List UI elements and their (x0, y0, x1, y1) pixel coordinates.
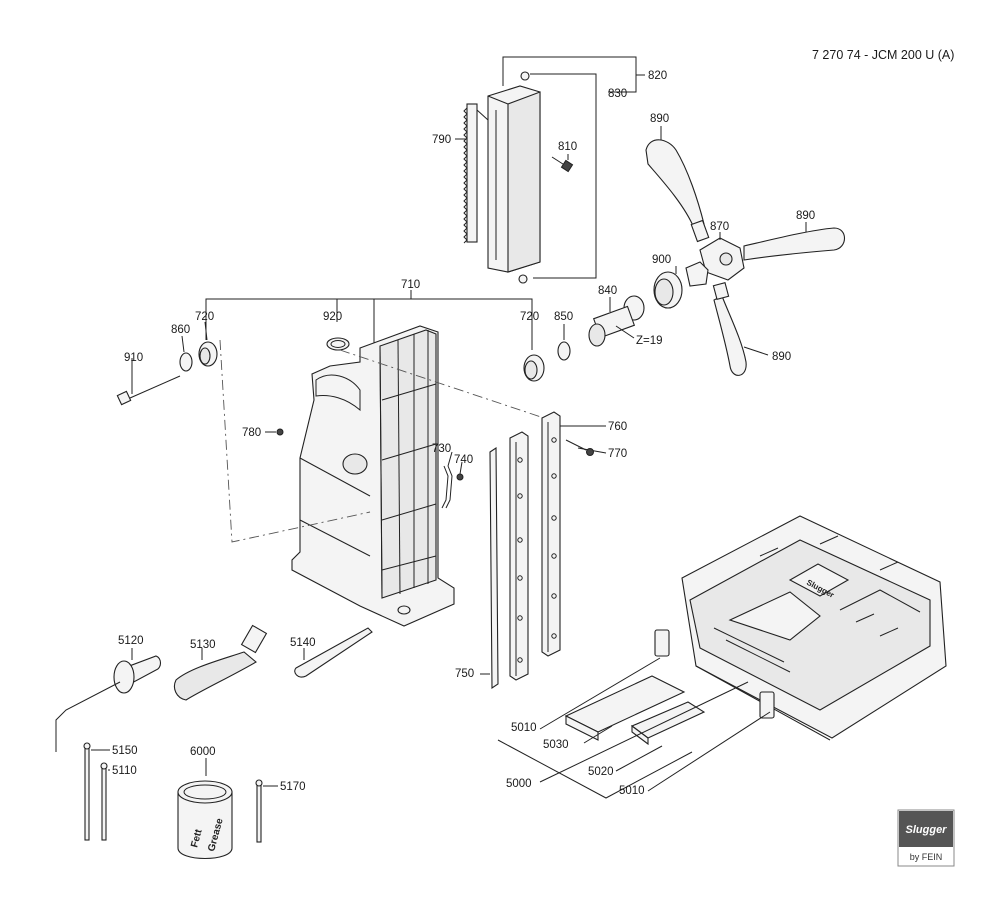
pin-780: 780 (242, 427, 284, 439)
pins: 5150 5110 5170 (83, 742, 306, 843)
label-870: 870 (710, 221, 729, 233)
label-5010-top: 5010 (511, 722, 537, 734)
label-6000: 6000 (190, 746, 216, 758)
right-bushings: 720 850 (520, 311, 573, 382)
label-720-right: 720 (520, 311, 539, 323)
label-890-top: 890 (650, 113, 669, 125)
label-5130: 5130 (190, 639, 216, 651)
slugger-logo: Slugger by FEIN (897, 809, 955, 867)
label-770: 770 (608, 448, 627, 460)
label-750: 750 (455, 668, 474, 680)
grease-text-fett: Fett (189, 828, 205, 849)
label-780: 780 (242, 427, 261, 439)
label-730: 730 (432, 443, 451, 455)
label-920: 920 (323, 311, 342, 323)
label-5120: 5120 (118, 635, 144, 647)
gear-note: Z=19 (636, 335, 663, 347)
label-740: 740 (454, 454, 473, 466)
column-710: 710 920 (205, 279, 551, 627)
spring-730: 730 740 (432, 443, 473, 509)
rail-plates: 760 770 750 (455, 411, 627, 690)
label-890-bottom: 890 (772, 351, 791, 363)
label-840: 840 (598, 285, 617, 297)
strap-5130: 5130 (173, 624, 268, 701)
logo-brand: Slugger (906, 824, 948, 836)
grease-can-6000: 6000 Fett Grease (177, 746, 233, 860)
label-900: 900 (652, 254, 671, 266)
label-820: 820 (648, 70, 667, 82)
label-850: 850 (554, 311, 573, 323)
left-bushings: 720 860 910 (116, 311, 218, 406)
logo-sub: by FEIN (910, 852, 943, 862)
hub-870 (685, 232, 745, 287)
label-5140: 5140 (290, 637, 316, 649)
pinion-840 (588, 295, 645, 347)
screw-810 (551, 154, 574, 173)
label-5000: 5000 (506, 778, 532, 790)
label-710: 710 (401, 279, 420, 291)
guide-rail-assembly: 820 830 790 810 (432, 56, 667, 284)
label-5110: 5110 (112, 765, 137, 777)
label-5150: 5150 (112, 745, 138, 757)
label-830: 830 (608, 88, 627, 100)
document-code: 7 270 74 - JCM 200 U (A) (812, 48, 954, 62)
label-890-right: 890 (796, 210, 815, 222)
ring-nut-900 (653, 266, 683, 309)
carrying-case-5000: Slugger 5010 5030 5000 5020 5010 (497, 515, 947, 799)
label-720-left: 720 (195, 311, 214, 323)
label-790: 790 (432, 134, 451, 146)
label-5020: 5020 (588, 766, 614, 778)
label-5010-bottom: 5010 (619, 785, 645, 797)
label-860: 860 (171, 324, 190, 336)
label-5170: 5170 (280, 781, 306, 793)
accessory-5120: 5120 (55, 635, 162, 752)
handle-assembly: Z=19 890 890 890 870 900 840 (588, 113, 846, 376)
label-910: 910 (124, 352, 143, 364)
label-760: 760 (608, 421, 627, 433)
tool-5140: 5140 (290, 627, 373, 678)
label-810: 810 (558, 141, 577, 153)
label-5030: 5030 (543, 739, 569, 751)
rack-790 (463, 103, 489, 244)
